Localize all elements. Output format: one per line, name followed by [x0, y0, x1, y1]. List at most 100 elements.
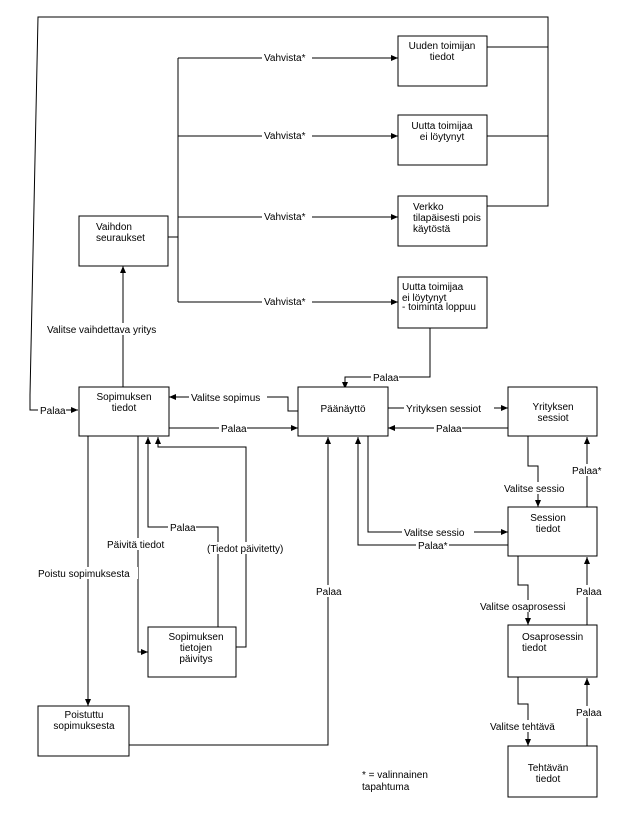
node-poistuttu-sopimuksesta: [37, 705, 130, 757]
edge-session-paa: [355, 437, 508, 546]
label-line: tapahtuma: [362, 782, 410, 793]
label-line: Sopimuksen: [168, 632, 223, 643]
label-line: ei löytynyt: [420, 132, 465, 143]
label-line: päivitys: [179, 654, 212, 665]
edge-label-palaa-loppuu: Palaa: [371, 371, 399, 384]
svg-text:(Tiedot päivitetty): (Tiedot päivitetty): [207, 544, 283, 555]
edge-label-palaa-left: Palaa: [38, 404, 66, 417]
label-line: - toiminta loppuu: [402, 302, 476, 313]
edge-tiedot-paivitetty: [155, 437, 247, 648]
node-session-tiedot: [507, 506, 598, 557]
node-vaihdon-seuraukset: [78, 215, 169, 267]
label-line: Uuden toimijan: [409, 41, 476, 52]
edge-label-palaa-paivitys: Palaa: [168, 521, 196, 534]
node-uutta-toimijaa-loppuu: [397, 276, 488, 329]
svg-text:Palaa: Palaa: [436, 424, 462, 435]
label-line: seuraukset: [96, 233, 145, 244]
svg-text:Päivitä tiedot: Päivitä tiedot: [107, 540, 164, 551]
node-osaprosessin-tiedot: [507, 624, 598, 678]
svg-text:Vahvista*: Vahvista*: [264, 53, 306, 64]
label-line: Yrityksen: [532, 402, 573, 413]
node-tehtavan-tiedot: [507, 745, 598, 798]
svg-text:Valitse sessio: Valitse sessio: [504, 484, 565, 495]
label-line: Päänäyttö: [320, 404, 365, 415]
svg-text:Palaa*: Palaa*: [572, 466, 602, 477]
label-line: * = valinnainen: [362, 770, 428, 781]
edge-label-palaa-star-1: Palaa*: [570, 464, 603, 477]
node-sopimuksen-tiedot: [78, 386, 170, 437]
edge-label-palaa-star-2: Palaa*: [416, 539, 449, 552]
svg-text:Palaa*: Palaa*: [418, 541, 448, 552]
edge-label-valitse-sessio-1: Valitse sessio: [502, 482, 574, 495]
edge-osa-teht: [517, 677, 531, 746]
label-line: Sopimuksen: [96, 392, 151, 403]
edge-label-valitse-sessio-2: Valitse sessio: [402, 526, 474, 539]
svg-text:Poistu sopimuksesta: Poistu sopimuksesta: [38, 569, 130, 580]
edge-label-poistu-sopimuksesta: Poistu sopimuksesta: [36, 567, 138, 580]
edge-return-loop-3: [487, 47, 549, 207]
label-line: ei löytynyt: [402, 293, 447, 304]
label-line: tietojen: [180, 643, 212, 654]
node-paanaytto-label: Päänäyttö: [320, 404, 365, 415]
label-line: Verkko: [413, 202, 444, 213]
edge-label-vahvista-2: Vahvista*: [262, 129, 312, 142]
label-line: sessiot: [537, 413, 568, 424]
edge-label-valitse-osaprosessi: Valitse osaprosessi: [478, 600, 578, 613]
svg-text:Palaa: Palaa: [316, 587, 342, 598]
edge-poistuttu-paa: [129, 437, 331, 746]
label-line: Vaihdon: [96, 222, 132, 233]
label-line: tiedot: [536, 774, 561, 785]
svg-text:Palaa: Palaa: [221, 424, 247, 435]
label-line: Uutta toimijaa: [411, 121, 473, 132]
svg-text:Valitse sopimus: Valitse sopimus: [191, 393, 260, 404]
edge-label-palaa-poistuttu: Palaa: [314, 585, 342, 598]
edge-label-paivita-tiedot: Päivitä tiedot: [105, 538, 171, 551]
node-yrityksen-sessiot: [507, 386, 598, 437]
edge-label-valitse-sopimus: Valitse sopimus: [189, 391, 267, 404]
edge-label-palaa-teht-osa: Palaa: [574, 706, 602, 719]
edge-label-valitse-vaihdettava: Valitse vaihdettava yritys: [45, 323, 171, 336]
svg-text:Valitse sessio: Valitse sessio: [404, 528, 465, 539]
svg-text:Vahvista*: Vahvista*: [264, 297, 306, 308]
label-line: tiedot: [536, 524, 561, 535]
label-line: Session: [530, 513, 566, 524]
edge-label-vahvista-1: Vahvista*: [262, 51, 312, 64]
edge-paa-session: [367, 436, 508, 535]
svg-text:Palaa: Palaa: [170, 523, 196, 534]
label-line: tiedot: [522, 643, 547, 654]
edge-yritys-session: [527, 436, 541, 507]
label-line: Osaprosessin: [522, 632, 583, 643]
label-line: Poistuttu: [65, 710, 104, 721]
svg-text:Valitse tehtävä: Valitse tehtävä: [490, 722, 555, 733]
svg-text:Valitse vaihdettava yritys: Valitse vaihdettava yritys: [47, 325, 156, 336]
label-line: Uutta toimijaa: [402, 282, 464, 293]
label-line: Tehtävän: [528, 763, 569, 774]
node-sopimuksen-tietojen-paivitys: [147, 626, 237, 678]
node-uutta-toimijaa-ei-loytynyt: [397, 114, 488, 166]
svg-text:Vahvista*: Vahvista*: [264, 212, 306, 223]
label-line: sopimuksesta: [53, 721, 115, 732]
label-line: tiedot: [112, 403, 137, 414]
edge-label-palaa-sopimus-paa: Palaa: [219, 422, 247, 435]
svg-text:Palaa: Palaa: [576, 708, 602, 719]
svg-text:Palaa: Palaa: [576, 587, 602, 598]
edge-label-tiedot-paivitetty: (Tiedot päivitetty): [205, 542, 293, 555]
edge-label-vahvista-4: Vahvista*: [262, 295, 312, 308]
edge-session-osa: [517, 556, 531, 625]
edge-label-valitse-tehtava: Valitse tehtävä: [488, 720, 570, 733]
edge-label-yrityksen-sessiot: Yrityksen sessiot: [404, 402, 494, 415]
edge-paivita: [137, 436, 148, 655]
